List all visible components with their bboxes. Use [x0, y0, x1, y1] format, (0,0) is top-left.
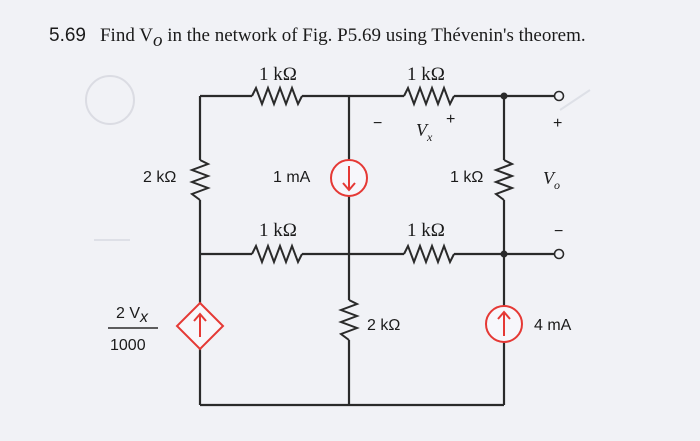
resistor-left: [189, 159, 211, 201]
resistor-top-left: [251, 85, 303, 107]
vo-minus: −: [554, 223, 563, 240]
svg-text:2 Vx: 2 Vx: [116, 305, 149, 326]
junction-nodes: [500, 92, 508, 258]
vo-label: Vo: [543, 168, 560, 192]
vx-label: Vx: [416, 120, 433, 144]
label-r-center: 2 kΩ: [367, 317, 400, 334]
problem-text-rest: in the network of Fig. P5.69 using Théve…: [162, 25, 585, 46]
output-terminals: [553, 90, 565, 260]
dependent-current-source: [175, 301, 225, 351]
wires: [198, 94, 556, 407]
label-r-left: 2 kΩ: [143, 169, 176, 186]
label-cs-right: 4 mA: [534, 317, 572, 334]
dependent-source-gain: 2 Vx 1000: [108, 305, 158, 354]
vo-plus: +: [553, 115, 562, 132]
node-top-right: [500, 92, 508, 100]
label-cs-center: 1 mA: [273, 169, 311, 186]
label-r-right: 1 kΩ: [450, 169, 483, 186]
vx-minus: −: [373, 115, 382, 132]
label-r-mid-right: 1 kΩ: [407, 220, 445, 241]
current-source-1ma: [330, 159, 368, 197]
label-r-mid-left: 1 kΩ: [259, 220, 297, 241]
problem-text: Find V: [100, 25, 153, 46]
resistor-mid-left: [251, 243, 303, 265]
resistor-mid-right: [403, 243, 455, 265]
current-source-4ma: [485, 305, 523, 343]
resistor-right: [493, 159, 515, 201]
problem-text-sub: o: [153, 30, 163, 51]
resistor-top-right: [403, 85, 455, 107]
problem-number: 5.69: [49, 25, 86, 46]
node-mid-right: [500, 250, 508, 258]
terminal-top: [553, 90, 565, 102]
label-r-top-right: 1 kΩ: [407, 64, 445, 85]
label-r-top-left: 1 kΩ: [259, 64, 297, 85]
gain-numerator-sub: x: [139, 309, 149, 326]
gain-denominator: 1000: [110, 337, 146, 354]
resistor-center: [338, 299, 360, 341]
terminal-bottom: [553, 248, 565, 260]
vx-plus: +: [446, 111, 455, 128]
problem-statement: 5.69 Find Vo in the network of Fig. P5.6…: [49, 25, 586, 51]
bleed-through: [85, 75, 591, 241]
gain-numerator: 2 V: [116, 305, 140, 322]
